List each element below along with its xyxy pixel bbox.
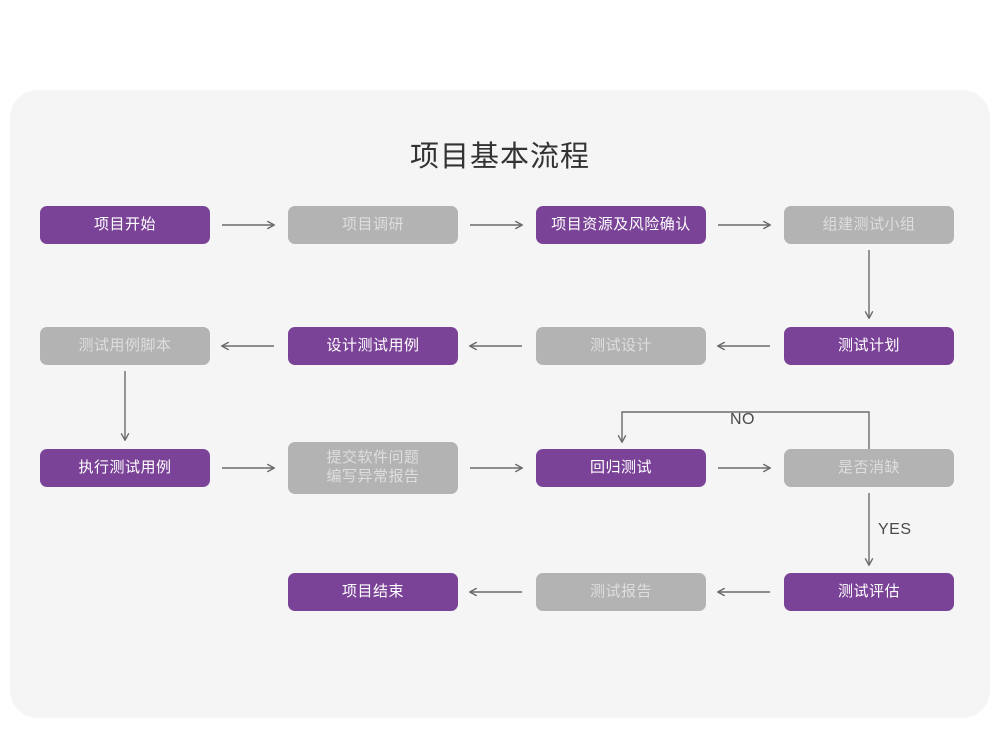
node-design-test-case[interactable]: 设计测试用例 bbox=[288, 327, 458, 365]
edge-label-yes: YES bbox=[878, 521, 912, 538]
node-defect-cleared[interactable]: 是否消缺 bbox=[784, 449, 954, 487]
node-submit-issue-report[interactable]: 提交软件问题 编写异常报告 bbox=[288, 442, 458, 494]
node-test-report[interactable]: 测试报告 bbox=[536, 573, 706, 611]
node-project-end[interactable]: 项目结束 bbox=[288, 573, 458, 611]
node-resource-risk-confirm[interactable]: 项目资源及风险确认 bbox=[536, 206, 706, 244]
node-test-design[interactable]: 测试设计 bbox=[536, 327, 706, 365]
node-test-evaluation[interactable]: 测试评估 bbox=[784, 573, 954, 611]
node-project-start[interactable]: 项目开始 bbox=[40, 206, 210, 244]
flowchart-panel bbox=[10, 90, 990, 718]
node-project-research[interactable]: 项目调研 bbox=[288, 206, 458, 244]
edge-label-no: NO bbox=[730, 411, 755, 428]
page-title: 项目基本流程 bbox=[409, 141, 590, 173]
node-test-plan[interactable]: 测试计划 bbox=[784, 327, 954, 365]
node-test-case-script[interactable]: 测试用例脚本 bbox=[40, 327, 210, 365]
node-execute-test-case[interactable]: 执行测试用例 bbox=[40, 449, 210, 487]
node-regression-test[interactable]: 回归测试 bbox=[536, 449, 706, 487]
node-form-test-team[interactable]: 组建测试小组 bbox=[784, 206, 954, 244]
